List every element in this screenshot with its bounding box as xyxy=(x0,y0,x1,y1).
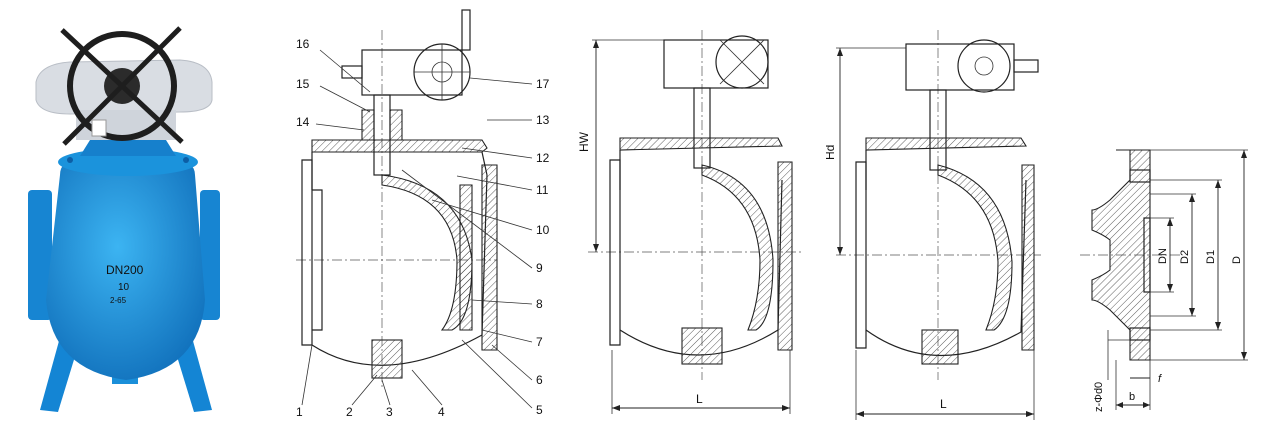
indicator-post xyxy=(461,9,471,51)
seat-ring xyxy=(459,184,473,331)
handwheel-drawing xyxy=(957,39,1011,93)
b-label: b xyxy=(1129,391,1135,403)
motor-stub xyxy=(341,65,363,79)
plug-section xyxy=(937,164,1013,331)
f-label: f xyxy=(1158,373,1162,385)
cast-size-text: DN200 xyxy=(106,263,144,277)
lower-trunnion xyxy=(371,339,403,379)
outlet-flange xyxy=(481,164,498,351)
part-number-12: 12 xyxy=(536,151,550,165)
cast-pressure-text: 10 xyxy=(118,282,130,293)
handwheel xyxy=(67,31,177,141)
packing-gland xyxy=(361,109,403,141)
handwheel-spokes xyxy=(719,39,765,85)
part-number-2: 2 xyxy=(346,405,353,419)
part-number-1: 1 xyxy=(296,405,303,419)
motor-stub xyxy=(1013,59,1039,73)
part-number-11: 11 xyxy=(536,183,549,197)
part-number-8: 8 xyxy=(536,297,543,311)
part-number-7: 7 xyxy=(536,335,543,349)
flange-detail: DN D2 D1 D z-Φd0 f b xyxy=(1080,149,1248,412)
actuator-body xyxy=(905,43,1015,91)
diameter-arrows xyxy=(1167,150,1247,360)
leader-lines xyxy=(301,49,533,409)
outlet-flange xyxy=(1021,164,1035,351)
handwheel-hub-drawing xyxy=(974,56,994,76)
part-number-4: 4 xyxy=(438,405,445,419)
inlet-flange xyxy=(609,159,621,346)
yoke xyxy=(80,140,176,156)
bolt-hole-bottom xyxy=(1129,327,1151,341)
hd-label: Hd xyxy=(826,145,837,160)
handwheel-drawing xyxy=(715,35,769,89)
handwheel-cross xyxy=(414,44,470,100)
flange-left xyxy=(28,190,52,320)
d1-label: D1 xyxy=(1205,250,1217,264)
section-drawing: 16 15 14 17 13 12 11 10 9 8 7 6 5 1 2 3 … xyxy=(296,9,550,419)
plug-section xyxy=(381,174,473,331)
nameplate xyxy=(91,119,107,137)
valve-body xyxy=(46,158,205,380)
outlet-flange xyxy=(777,161,793,351)
part-number-6: 6 xyxy=(536,373,543,387)
bonnet-section xyxy=(619,137,783,151)
part-number-3: 3 xyxy=(386,405,393,419)
bolt-hole-top xyxy=(1129,169,1151,183)
lower-trunnion xyxy=(921,329,959,365)
flange-right xyxy=(200,190,220,320)
hw-label: HW xyxy=(578,131,591,152)
lower-trunnion xyxy=(681,327,723,365)
l-label: L xyxy=(696,392,703,406)
part-number-10: 10 xyxy=(536,223,550,237)
actuator-body xyxy=(361,49,463,96)
d2-label: D2 xyxy=(1179,250,1191,264)
b-arrows xyxy=(1116,402,1150,408)
raised-face xyxy=(1143,217,1151,293)
l-label: L xyxy=(940,397,947,411)
handwheel-spokes xyxy=(60,26,184,146)
flange-section xyxy=(1091,149,1151,361)
d-label: D xyxy=(1231,256,1243,264)
part-number-14: 14 xyxy=(296,115,310,129)
dimension-drawing-hw: HW L xyxy=(578,30,803,414)
inlet-flange xyxy=(855,161,867,349)
part-number-9: 9 xyxy=(536,261,543,275)
valve-photo: DN200 10 2-65 xyxy=(28,26,220,412)
part-number-13: 13 xyxy=(536,113,550,127)
part-number-15: 15 xyxy=(296,77,310,91)
part-number-17: 17 xyxy=(536,77,550,91)
dimension-drawing-hd: Hd L xyxy=(826,30,1041,420)
plug-section xyxy=(701,164,774,331)
bolt-label: z-Φd0 xyxy=(1093,382,1105,412)
dn-label: DN xyxy=(1157,248,1169,264)
cast-mark-text: 2-65 xyxy=(110,296,127,305)
part-number-16: 16 xyxy=(296,37,310,51)
part-number-5: 5 xyxy=(536,403,543,417)
bonnet-section xyxy=(311,139,488,153)
diameter-dimensions xyxy=(1169,150,1245,360)
